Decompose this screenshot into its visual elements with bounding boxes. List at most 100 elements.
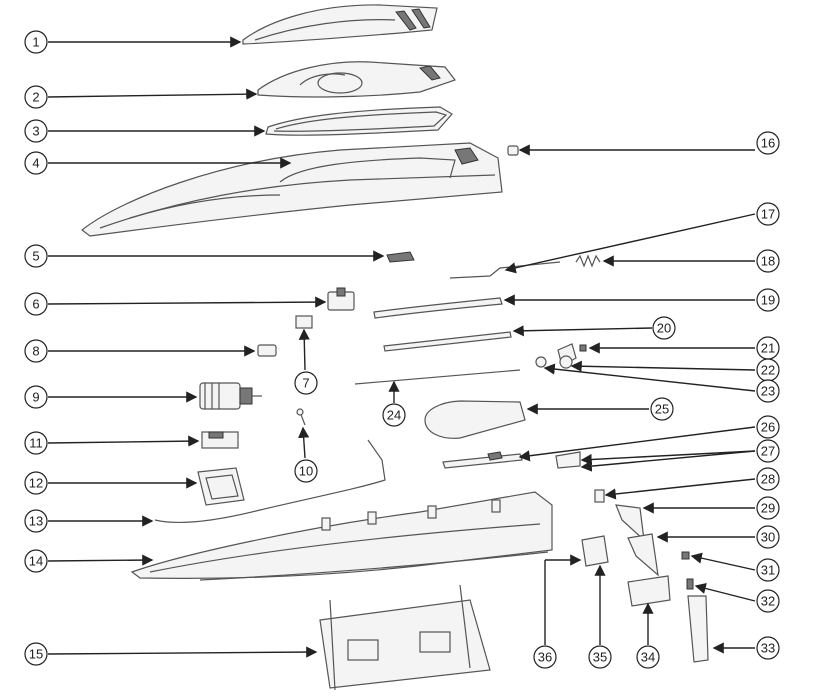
- callout-circle: [636, 645, 660, 669]
- callout-label: 32: [761, 594, 775, 609]
- callout-circle: [756, 249, 780, 273]
- callout-circle: [756, 131, 780, 155]
- callout-label: 11: [29, 436, 43, 451]
- callout-label: 1: [32, 35, 39, 50]
- callout-label: 28: [761, 472, 775, 487]
- callout-circle: [756, 379, 780, 403]
- callout-label: 7: [302, 376, 309, 391]
- callout-circle: [24, 339, 48, 363]
- callout-label: 26: [761, 420, 775, 435]
- callout-label: 9: [32, 390, 39, 405]
- callout-3: 3: [24, 119, 48, 143]
- part-connector: [257, 344, 277, 357]
- callout-18: 18: [756, 249, 780, 273]
- callout-15: 15: [24, 642, 48, 666]
- callout-label: 14: [29, 554, 43, 569]
- callout-19: 19: [756, 288, 780, 312]
- callout-label: 35: [593, 650, 607, 665]
- callout-label: 6: [32, 297, 39, 312]
- part-rudder-blade: [627, 533, 659, 577]
- part-servo-mount: [327, 287, 355, 311]
- callout-label: 5: [32, 249, 39, 264]
- callout-label: 25: [655, 402, 669, 417]
- callout-label: 8: [32, 344, 39, 359]
- callout-22: 22: [756, 358, 780, 382]
- callout-14: 14: [24, 549, 48, 573]
- part-nut: [507, 145, 519, 156]
- callout-25: 25: [650, 397, 674, 421]
- callout-9: 9: [24, 385, 48, 409]
- callout-label: 33: [761, 641, 775, 656]
- callout-11: 11: [24, 431, 48, 455]
- callout-label: 18: [761, 254, 775, 269]
- part-inner-canopy: [257, 61, 456, 98]
- callout-circle: [24, 509, 48, 533]
- part-canopy-cover: [242, 4, 438, 45]
- part-lower-hull: [130, 491, 553, 581]
- callout-circle: [24, 431, 48, 455]
- part-trim-tab: [615, 504, 645, 542]
- callout-label: 27: [761, 444, 775, 459]
- callout-label: 36: [538, 650, 552, 665]
- callout-circle: [756, 202, 780, 226]
- callout-26: 26: [756, 415, 780, 439]
- callout-circle: [756, 636, 780, 660]
- part-display-stand: [319, 584, 491, 691]
- callout-label: 12: [29, 476, 43, 491]
- callout-label: 34: [641, 650, 655, 665]
- callout-16: 16: [756, 131, 780, 155]
- part-rudder-mount: [555, 451, 581, 469]
- callout-13: 13: [24, 509, 48, 533]
- leader-lines: [47, 36, 756, 658]
- callout-circle: [382, 403, 406, 427]
- callout-30: 30: [756, 525, 780, 549]
- part-gasket-ring: [265, 106, 453, 136]
- callout-28: 28: [756, 467, 780, 491]
- part-small-block: [594, 489, 605, 503]
- callout-circle: [756, 558, 780, 582]
- part-pin: [296, 408, 306, 426]
- callout-33: 33: [756, 636, 780, 660]
- callout-circle: [756, 439, 780, 463]
- callout-label: 31: [761, 563, 775, 578]
- part-collar: [579, 344, 587, 352]
- callout-24: 24: [382, 403, 406, 427]
- callout-20: 20: [652, 316, 676, 340]
- callout-circle: [756, 467, 780, 491]
- part-deck-clip: [386, 251, 415, 263]
- part-battery-hatch: [424, 400, 526, 439]
- part-spring-small: [686, 578, 694, 590]
- part-shaft-tube: [373, 297, 503, 319]
- part-shaft: [383, 331, 512, 352]
- callout-circle: [756, 525, 780, 549]
- callout-circle: [756, 589, 780, 613]
- callout-8: 8: [24, 339, 48, 363]
- callout-label: 2: [32, 90, 39, 105]
- callout-2: 2: [24, 85, 48, 109]
- callout-circle: [756, 496, 780, 520]
- callout-label: 4: [32, 156, 39, 171]
- part-drive-cable: [354, 369, 521, 385]
- callout-5: 5: [24, 244, 48, 268]
- callout-label: 30: [761, 530, 775, 545]
- part-plate: [581, 535, 609, 567]
- callout-circle: [24, 151, 48, 175]
- callout-circle: [588, 645, 612, 669]
- part-spring: [575, 254, 601, 268]
- callout-circle: [24, 549, 48, 573]
- callout-circle: [24, 385, 48, 409]
- callout-label: 3: [32, 124, 39, 139]
- part-washer: [535, 356, 547, 368]
- part-rudder-linkage: [449, 261, 561, 279]
- callout-circle: [24, 244, 48, 268]
- callout-4: 4: [24, 151, 48, 175]
- callout-circle: [756, 415, 780, 439]
- callout-label: 21: [761, 341, 775, 356]
- callout-29: 29: [756, 496, 780, 520]
- callout-circle: [294, 371, 318, 395]
- callout-label: 15: [29, 647, 43, 662]
- part-hull-deck: [81, 142, 503, 237]
- callout-circle: [24, 119, 48, 143]
